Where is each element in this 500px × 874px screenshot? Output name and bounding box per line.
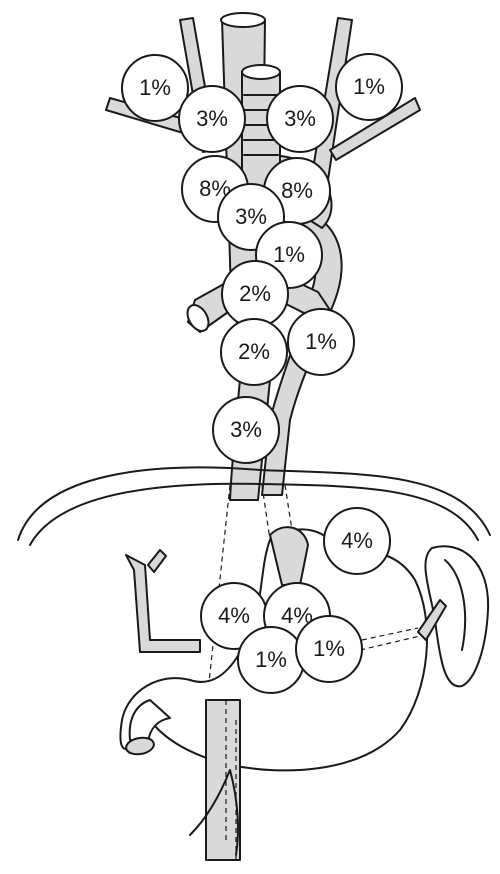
spleen xyxy=(424,545,490,688)
diaphragm xyxy=(17,466,491,541)
esophagus-top xyxy=(220,12,266,28)
duodenum-opening xyxy=(125,736,155,756)
splenic-artery xyxy=(417,599,447,641)
lymph-node-middle-paraesophageal: 2% xyxy=(220,318,288,386)
lymph-node-subcarinal: 2% xyxy=(221,260,289,328)
lymph-node-hilar: 1% xyxy=(287,308,355,376)
lymph-node-lower-paraesophageal: 3% xyxy=(212,396,280,464)
common-hepatic-artery xyxy=(125,554,201,653)
lymph-node-splenic-artery: 1% xyxy=(295,615,363,683)
right-bronchus-end xyxy=(186,304,210,332)
lymph-node-right-upper-paratracheal: 3% xyxy=(266,85,334,153)
lymph-node-left-supraclavicular: 1% xyxy=(121,54,189,122)
cardia xyxy=(269,526,309,586)
vessel-curves xyxy=(189,769,239,856)
lymph-node-left-upper-paratracheal: 3% xyxy=(178,85,246,153)
trachea-top xyxy=(241,64,281,80)
lymph-node-right-supraclavicular: 1% xyxy=(335,53,403,121)
abdominal-aorta xyxy=(205,699,241,861)
trachea-rings xyxy=(243,94,279,156)
splenic-artery-path xyxy=(359,627,421,651)
lymph-node-left-gastric: 4% xyxy=(323,507,391,575)
lymph-node-paracardial: 1% xyxy=(237,626,305,694)
